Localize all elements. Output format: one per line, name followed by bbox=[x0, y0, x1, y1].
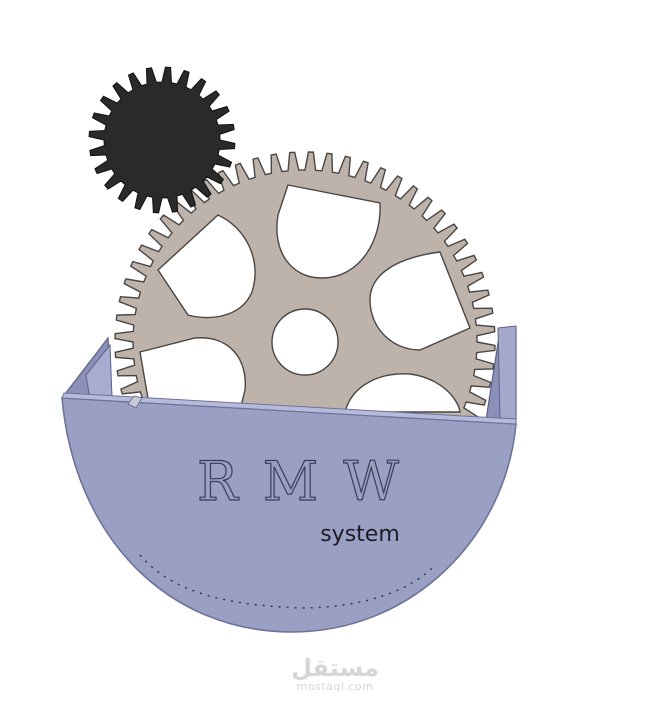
holder-clip bbox=[127, 395, 143, 409]
large-gear-cutout-left bbox=[157, 214, 256, 319]
watermark-main: مستقل bbox=[291, 654, 379, 682]
large-gear-hub-hole bbox=[271, 308, 339, 376]
holder-top-edge bbox=[61, 392, 517, 425]
large-gear-cutout-lower-left bbox=[139, 337, 246, 411]
brand-title: R M W bbox=[197, 450, 403, 513]
holder-front-face bbox=[61, 397, 517, 633]
large-gear-cutout-top bbox=[276, 184, 381, 279]
watermark: مستقل mostaql.com bbox=[290, 655, 380, 693]
holder-front-plate bbox=[61, 392, 517, 633]
holder-right-wall-edge bbox=[497, 325, 517, 421]
holder-dotted-line bbox=[139, 554, 436, 609]
small-gear-body bbox=[88, 66, 236, 214]
small-gear bbox=[88, 66, 236, 214]
watermark-sub: mostaql.com bbox=[296, 680, 374, 693]
large-gear-cutout-right bbox=[369, 251, 471, 351]
large-gear-cutout-lower-right bbox=[344, 373, 461, 413]
brand-subtitle: system bbox=[320, 522, 400, 547]
